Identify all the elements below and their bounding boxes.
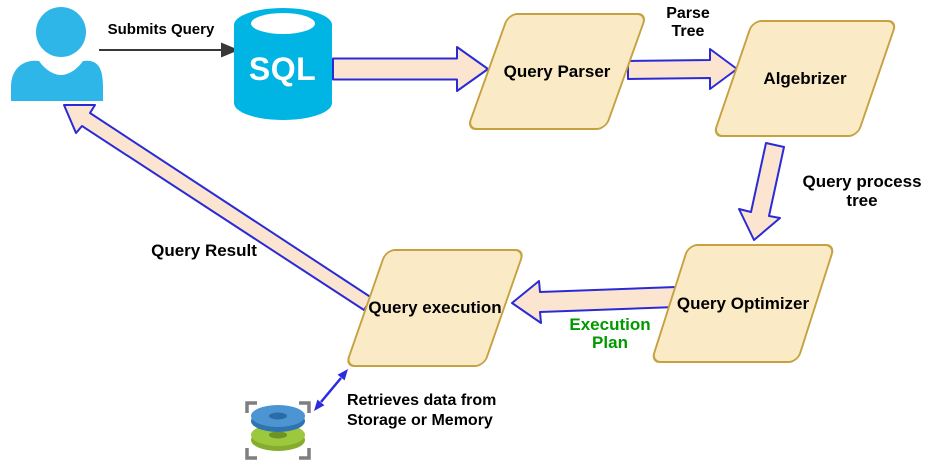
- person-head: [36, 7, 86, 57]
- green-disk-hole: [269, 431, 287, 439]
- person-body: [11, 60, 103, 101]
- retrieves-data-label: Retrieves data from Storage or Memory: [347, 392, 497, 429]
- database-cylinder-icon: [234, 8, 332, 120]
- double-arrowhead-down: [314, 399, 325, 411]
- parse-tree-label: Parse Tree: [666, 5, 710, 40]
- cylinder-top-opening: [251, 13, 315, 34]
- double-arrow-line: [320, 377, 342, 403]
- blue-disk-hole: [269, 412, 287, 420]
- arrow-optimizer-to-execution: [511, 280, 677, 324]
- arrow-execution-to-user: [63, 104, 373, 311]
- cylinder-bottom: [234, 86, 332, 120]
- execution-plan-label: Execution Plan: [569, 315, 651, 352]
- submits-query-arrowhead: [221, 42, 239, 58]
- storage-disks-icon: [245, 401, 311, 460]
- execution-storage-double-arrow: [314, 369, 348, 411]
- query-process-tree-label: Query process tree: [802, 172, 922, 210]
- scan-brackets: [245, 401, 311, 460]
- query-result-label: Query Result: [151, 241, 257, 260]
- submits-query-arrow: [99, 42, 239, 58]
- double-arrowhead-up: [337, 369, 348, 381]
- arrow-db-to-parser: [332, 46, 489, 92]
- arrow-parser-to-algebrizer: [627, 48, 738, 90]
- arrow-algebrizer-to-optimizer: [738, 142, 785, 241]
- person-icon: [11, 7, 103, 101]
- database-label: SQL: [248, 51, 317, 87]
- submits-query-label: Submits Query: [107, 21, 215, 38]
